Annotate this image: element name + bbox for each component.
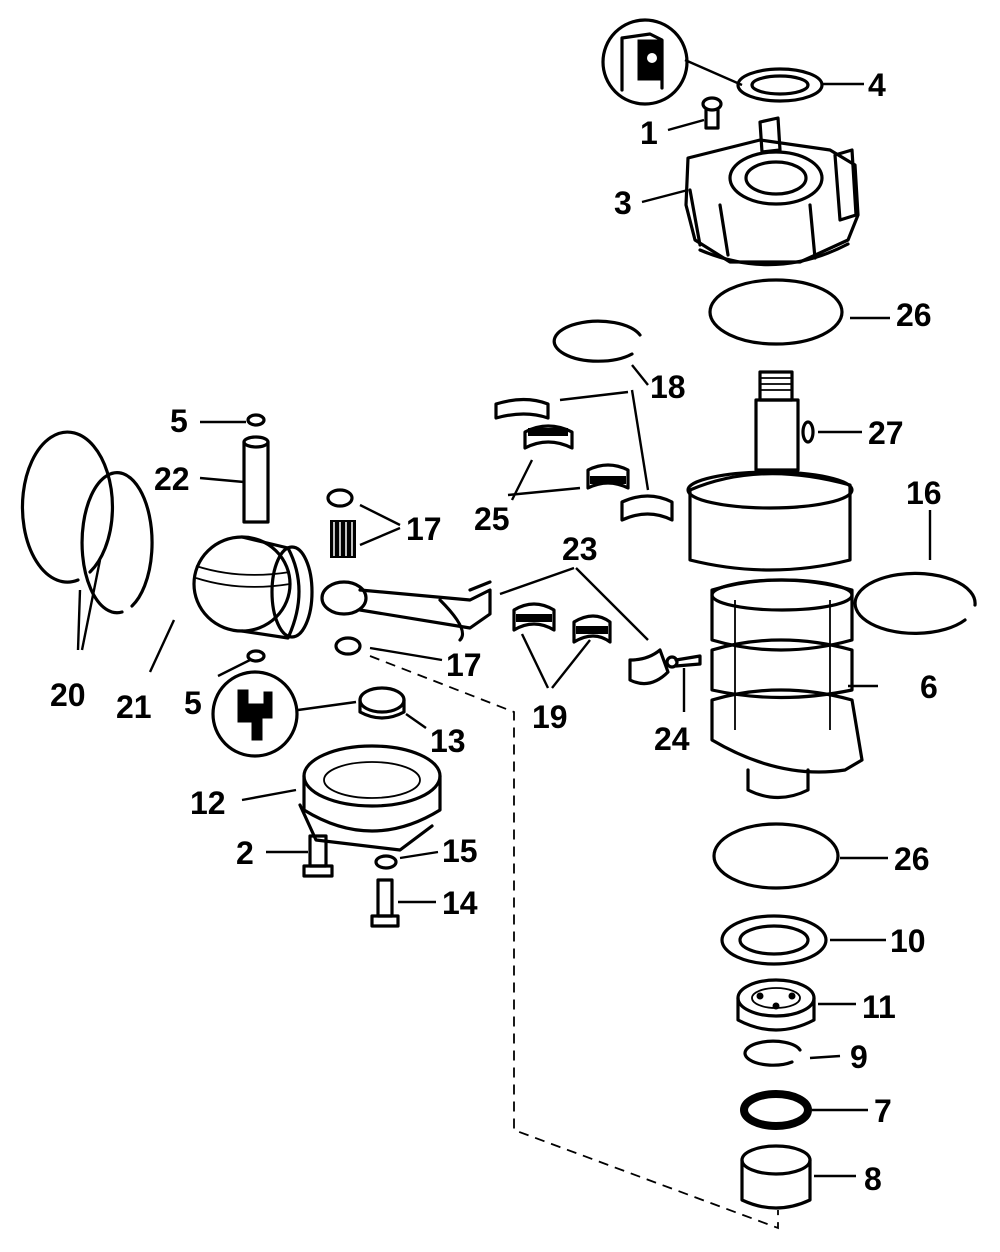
callout-11: 11 [862,989,896,1025]
callout-13: 13 [430,723,466,759]
screw-part [701,96,723,130]
flange-screw [370,878,400,928]
lower-oil-seal [358,686,406,720]
o-ring-bottom [712,822,840,890]
piston-ring-right [80,471,154,615]
retaining-ring-top [552,319,642,363]
bearing-cage-lower-a [512,602,556,632]
bearing-cage-upper-b [523,424,574,450]
alignment-dashed-line [369,655,779,1230]
piston-pin [242,435,270,524]
pin-retainer-bottom [246,649,266,663]
callout-5-bottom: 5 [184,685,202,721]
thrust-washer-bottom [334,636,362,656]
bearing-sleeve [740,1144,812,1210]
callout-6: 6 [920,669,938,705]
callout-17-bottom: 17 [446,647,482,683]
callout-23: 23 [562,531,598,567]
retaining-ring-small [743,1039,802,1067]
woodruff-key [801,420,815,444]
callout-26-bottom: 26 [894,841,930,877]
rod-cap-screw [665,654,702,669]
connecting-rod [320,580,670,686]
callout-1: 1 [640,115,658,151]
ball-bearing [736,978,816,1032]
callout-4: 4 [868,67,886,103]
crankshaft [686,370,864,800]
callout-17-top: 17 [406,511,442,547]
bearing-cage-upper-a [494,397,550,420]
bearing-plate [720,914,828,966]
bearing-cage-lower-b [572,614,612,644]
needle-bearing-top [326,488,356,558]
leader-lines [76,82,932,1178]
callout-3: 3 [614,185,632,221]
lower-bearing-housing [298,744,442,852]
callout-5-top: 5 [170,403,188,439]
callout-2: 2 [236,835,254,871]
callout-10: 10 [890,923,926,959]
callout-19: 19 [532,699,568,735]
piston [192,535,314,640]
lip-seal [740,1090,812,1130]
callout-9: 9 [850,1039,868,1075]
callout-18: 18 [650,369,686,405]
upper-bearing-housing [684,116,860,267]
callout-8: 8 [864,1161,882,1197]
callout-26-top: 26 [896,297,932,333]
callout-14: 14 [442,885,478,921]
housing-screw [302,834,334,878]
retaining-ring-right [853,571,977,635]
o-ring-top [708,278,844,346]
callout-15: 15 [442,833,478,869]
callout-7: 7 [874,1093,892,1129]
bearing-cage-upper-d [620,494,674,522]
callout-20: 20 [50,677,86,713]
piston-ring-left [20,430,115,584]
oil-seal-ring-inner [750,74,810,96]
callout-22: 22 [154,461,190,497]
callout-16: 16 [906,475,942,511]
callout-12: 12 [190,785,226,821]
callout-24: 24 [654,721,690,757]
seal-detail-inset-bottom [211,670,357,758]
bearing-cage-upper-c [586,463,630,490]
callout-27: 27 [868,415,904,451]
pin-retainer-top [246,413,266,427]
seal-detail-inset-top [601,18,743,106]
washer [374,854,398,870]
callout-25: 25 [474,501,510,537]
callout-21: 21 [116,689,152,725]
